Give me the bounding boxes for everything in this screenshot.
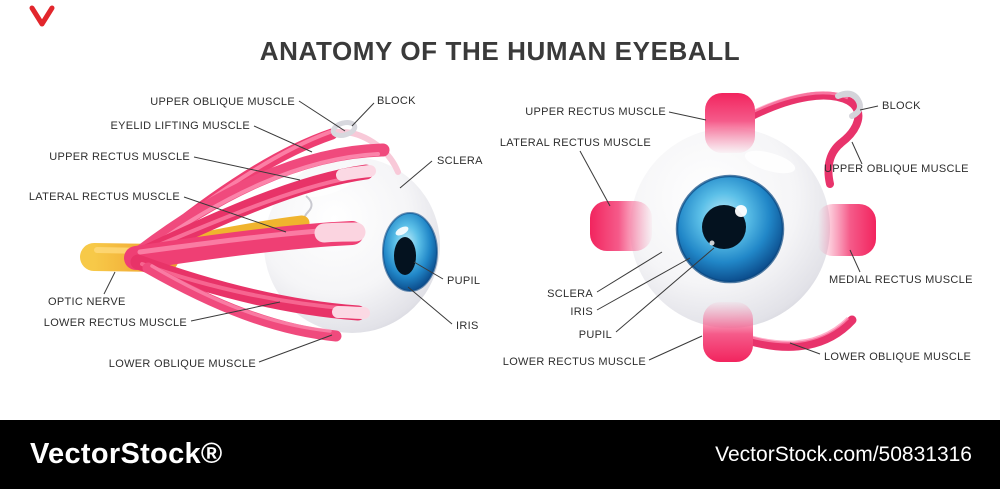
block-trochlea [330, 120, 358, 138]
label-pupil-front: PUPIL [579, 329, 612, 341]
watermark-brand: VectorStock® [30, 438, 223, 470]
lower-oblique-ribbon [743, 315, 857, 351]
front-view-eyeball [590, 90, 876, 362]
label-lateral-rectus-muscle: LATERAL RECTUS MUSCLE [29, 191, 180, 203]
label-upper-rectus-muscle-front: UPPER RECTUS MUSCLE [525, 106, 666, 118]
muscle-fan [124, 128, 401, 342]
label-iris-front: IRIS [570, 306, 593, 318]
label-block: BLOCK [377, 95, 416, 107]
label-lower-rectus-muscle: LOWER RECTUS MUSCLE [44, 317, 187, 329]
lower-rectus-band [703, 302, 753, 362]
upper-rectus-band [705, 93, 755, 153]
medial-rectus-band [816, 204, 876, 256]
side-view-eyeball [80, 120, 440, 342]
label-upper-oblique-muscle-front: UPPER OBLIQUE MUSCLE [824, 163, 969, 175]
label-optic-nerve: OPTIC NERVE [48, 296, 126, 308]
pupil-front [702, 205, 746, 249]
label-lower-oblique-muscle-front: LOWER OBLIQUE MUSCLE [824, 351, 971, 363]
vectorstock-v-icon [29, 5, 55, 27]
sclera-highlight-front [744, 150, 796, 174]
label-upper-oblique-muscle: UPPER OBLIQUE MUSCLE [150, 96, 295, 108]
block-loop [835, 90, 863, 119]
vectorstock-logo [28, 5, 58, 27]
watermark-credit: VectorStock.com/50831316 [715, 442, 972, 466]
label-lower-oblique-muscle: LOWER OBLIQUE MUSCLE [109, 358, 256, 370]
label-sclera: SCLERA [437, 155, 483, 167]
eyelid-lifting-muscle [133, 143, 390, 259]
label-lateral-rectus-muscle-front: LATERAL RECTUS MUSCLE [500, 137, 651, 149]
label-medial-rectus-muscle: MEDIAL RECTUS MUSCLE [829, 274, 973, 286]
label-block-front: BLOCK [882, 100, 921, 112]
label-lower-rectus-muscle-front: LOWER RECTUS MUSCLE [503, 356, 646, 368]
lower-oblique-muscle [142, 262, 342, 342]
label-sclera-front: SCLERA [547, 288, 593, 300]
label-iris: IRIS [456, 320, 479, 332]
watermark-bar: VectorStock® VectorStock.com/50831316 [0, 420, 1000, 489]
page-title: ANATOMY OF THE HUMAN EYEBALL [259, 36, 741, 66]
pupil-highlight [735, 205, 747, 217]
leader-lines [103, 100, 879, 363]
pupil-side [394, 237, 416, 275]
side-view-labels: UPPER OBLIQUE MUSCLE BLOCK EYELID LIFTIN… [29, 95, 483, 370]
iris-highlight [395, 226, 409, 236]
upper-oblique-tendon [333, 128, 401, 175]
front-view-labels: UPPER RECTUS MUSCLE BLOCK LATERAL RECTUS… [500, 100, 973, 368]
lateral-rectus-band [590, 201, 652, 251]
label-upper-rectus-muscle: UPPER RECTUS MUSCLE [49, 151, 190, 163]
label-eyelid-lifting-muscle: EYELID LIFTING MUSCLE [110, 120, 250, 132]
anatomy-illustration: UPPER OBLIQUE MUSCLE BLOCK EYELID LIFTIN… [29, 90, 973, 370]
label-pupil: PUPIL [447, 275, 480, 287]
